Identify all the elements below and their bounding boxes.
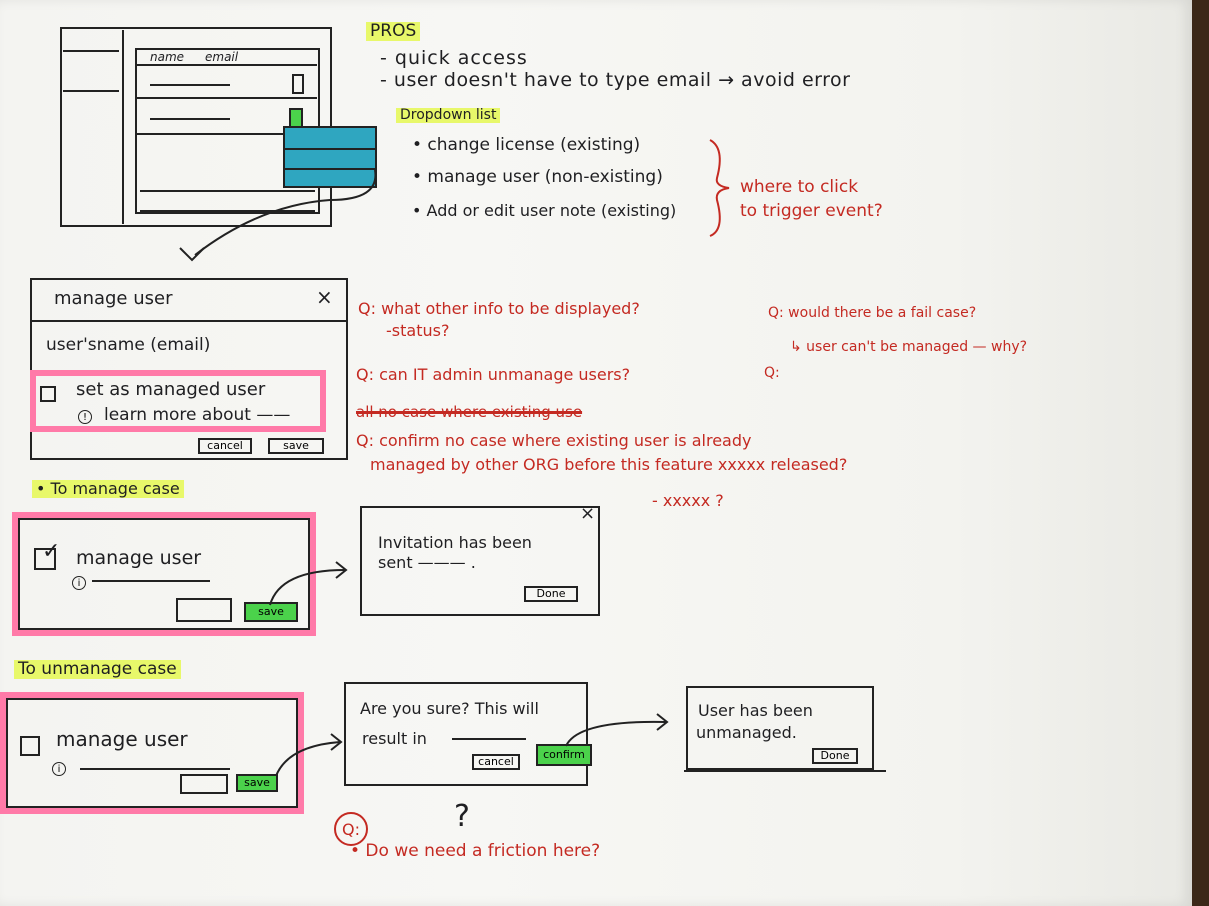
unmanage-case-title: To unmanage case bbox=[14, 660, 181, 679]
save-button[interactable]: save bbox=[268, 438, 324, 454]
check-mark: ✓ bbox=[42, 539, 61, 564]
managed-user-checkbox[interactable] bbox=[40, 386, 56, 402]
confirm-text-1: Are you sure? This will bbox=[360, 699, 539, 718]
unmanaged-text-1: User has been bbox=[698, 701, 813, 720]
dropdown-item-1: • change license (existing) bbox=[412, 135, 641, 155]
invitation-dialog bbox=[360, 506, 600, 616]
arrow-to-invitation bbox=[269, 561, 348, 606]
question-2: Q: can IT admin unmanage users? bbox=[356, 365, 631, 384]
arrow-to-done bbox=[565, 713, 669, 747]
question-1: Q: what other info to be displayed? bbox=[358, 299, 640, 318]
unmanage-blank-button[interactable] bbox=[180, 774, 228, 794]
manage-case-checkbox[interactable] bbox=[34, 548, 56, 570]
dropdown-question-2: to trigger event? bbox=[740, 201, 883, 221]
cancel-button[interactable]: cancel bbox=[198, 438, 252, 454]
question-5b: ↳ user can't be managed — why? bbox=[790, 339, 1028, 355]
bottom-question-text: • Do we need a friction here? bbox=[350, 841, 601, 861]
question-1b: -status? bbox=[386, 321, 450, 340]
desk-edge bbox=[1192, 0, 1209, 906]
unmanaged-text-2: unmanaged. bbox=[696, 723, 797, 742]
dropdown-question-1: where to click bbox=[740, 177, 859, 197]
manage-dialog-title: manage user bbox=[54, 288, 173, 309]
blank-button[interactable] bbox=[176, 598, 232, 622]
invitation-done-button[interactable]: Done bbox=[524, 586, 578, 602]
dropdown-item-3: • Add or edit user note (existing) bbox=[412, 201, 677, 220]
pros-item-1: - quick access bbox=[380, 47, 528, 69]
info-icon-unmanage: i bbox=[52, 762, 66, 776]
unmanage-case-highlight bbox=[0, 692, 304, 814]
manage-case-highlight bbox=[12, 512, 316, 636]
pros-item-2: - user doesn't have to type email → avoi… bbox=[380, 69, 851, 91]
unmanage-checkbox[interactable] bbox=[20, 736, 40, 756]
learn-more-link[interactable]: learn more about —— bbox=[104, 405, 291, 425]
manage-case-label: manage user bbox=[76, 547, 202, 569]
info-icon: ! bbox=[78, 410, 92, 424]
connector-arrow bbox=[179, 169, 377, 262]
invitation-close-icon[interactable]: × bbox=[580, 503, 596, 524]
managed-user-label: set as managed user bbox=[76, 379, 266, 400]
unmanaged-dialog bbox=[686, 686, 874, 770]
dropdown-title: Dropdown list bbox=[396, 107, 501, 124]
bottom-q-circle: Q: bbox=[334, 812, 368, 846]
arrow-to-confirm bbox=[275, 733, 343, 777]
confirm-button[interactable]: confirm bbox=[536, 744, 592, 766]
highlight-checkbox-region bbox=[30, 370, 326, 432]
question-6: Q: bbox=[764, 365, 780, 381]
close-icon[interactable]: × bbox=[316, 285, 333, 309]
invitation-text-1: Invitation has been bbox=[378, 533, 532, 552]
info-icon-manage: i bbox=[72, 576, 86, 590]
invitation-text-2: sent ——— . bbox=[378, 553, 476, 572]
question-5: Q: would there be a fail case? bbox=[768, 305, 977, 321]
unmanage-label: manage user bbox=[56, 727, 188, 751]
question-mark: ? bbox=[454, 799, 470, 834]
question-4: Q: confirm no case where existing user i… bbox=[356, 431, 752, 450]
question-4b: managed by other ORG before this feature… bbox=[370, 455, 848, 474]
col-name-label: name bbox=[150, 50, 185, 64]
manage-case-title: • To manage case bbox=[32, 480, 184, 498]
confirm-dialog bbox=[344, 682, 588, 786]
confirm-cancel-button[interactable]: cancel bbox=[472, 754, 520, 770]
user-email-line: user'sname (email) bbox=[46, 335, 211, 355]
question-struck: all no case where existing use bbox=[356, 403, 583, 421]
col-email-label: email bbox=[205, 50, 239, 64]
dropdown-item-2: • manage user (non-existing) bbox=[412, 167, 663, 187]
confirm-text-2: result in bbox=[362, 729, 427, 748]
unmanaged-done-button[interactable]: Done bbox=[812, 748, 858, 764]
pros-title: PROS bbox=[366, 22, 421, 41]
brace-mark bbox=[709, 139, 730, 237]
question-4c: - xxxxx ? bbox=[652, 491, 724, 510]
unmanage-save-button[interactable]: save bbox=[236, 774, 278, 792]
manage-user-dialog bbox=[30, 278, 348, 460]
